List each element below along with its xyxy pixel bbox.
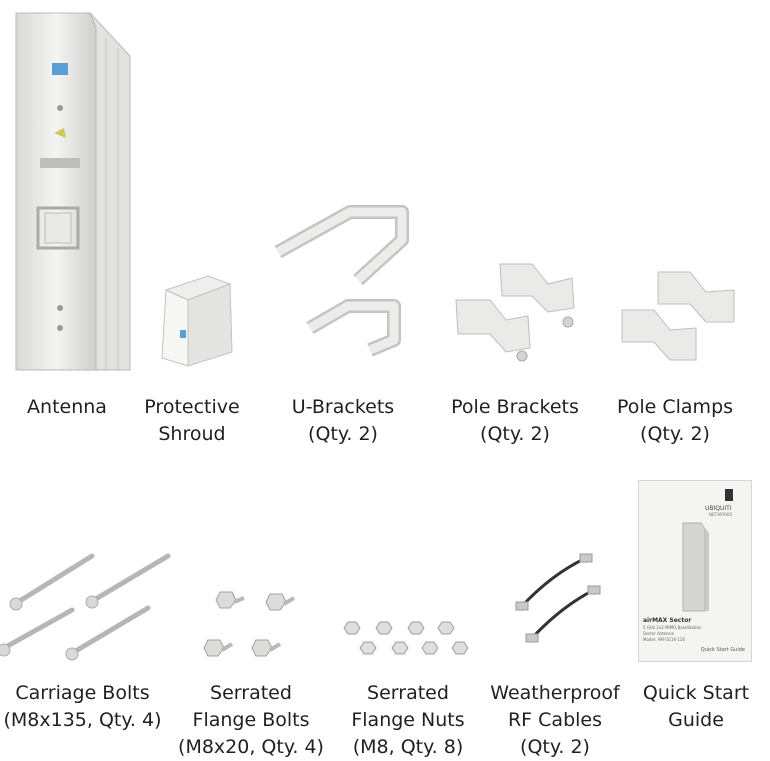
u-brackets-image xyxy=(274,205,409,357)
guide-brand-sub: NETWORKS xyxy=(709,512,733,517)
flange-nuts-image xyxy=(343,621,469,655)
label-line: Flange Bolts xyxy=(192,709,310,731)
label-line: (Qty. 2) xyxy=(640,423,710,445)
flange-bolts-label: Serrated Flange Bolts (M8x20, Qty. 4) xyxy=(176,680,326,761)
shroud-image xyxy=(161,275,233,367)
label-line: Quick Start xyxy=(642,682,750,704)
label-line: (Qty. 2) xyxy=(520,736,590,758)
guide-model: Model: AM-5G16-120 xyxy=(643,637,686,642)
ubiquiti-logo-icon xyxy=(725,489,733,501)
label-line: Antenna xyxy=(27,396,107,418)
guide-antenna-image xyxy=(682,522,709,612)
label-line: (M8, Qty. 8) xyxy=(352,736,464,758)
guide-subtitle2: Sector Antenna xyxy=(643,631,674,636)
carriage-bolts-image xyxy=(0,553,171,661)
guide-label: Quick Start Guide xyxy=(634,680,758,734)
label-line: Protective xyxy=(144,396,240,418)
shroud-label: Protective Shroud xyxy=(132,394,252,448)
label-line: Guide xyxy=(668,709,724,731)
label-line: Carriage Bolts xyxy=(15,682,150,704)
label-line: (Qty. 2) xyxy=(480,423,550,445)
guide-subtitle: 5 GHz 2x2 MIMO BaseStation xyxy=(643,625,702,630)
pole-clamps-image xyxy=(621,271,735,361)
carriage-bolts-label: Carriage Bolts (M8x135, Qty. 4) xyxy=(0,680,165,734)
label-line: Serrated xyxy=(367,682,449,704)
label-line: Flange Nuts xyxy=(351,709,465,731)
label-line: U-Brackets xyxy=(291,396,395,418)
label-line: RF Cables xyxy=(507,709,602,731)
guide-product: airMAX Sector xyxy=(643,617,692,624)
rf-cables-image xyxy=(515,553,601,643)
label-line: (M8x20, Qty. 4) xyxy=(178,736,324,758)
guide-footer: Quick Start Guide xyxy=(700,647,745,653)
label-line: Pole Brackets xyxy=(451,396,579,418)
antenna-image xyxy=(15,12,131,371)
label-line: Shroud xyxy=(158,423,226,445)
guide-brand: UBIQUITI xyxy=(705,505,732,512)
label-line: Serrated xyxy=(210,682,292,704)
label-line: Pole Clamps xyxy=(616,396,734,418)
antenna-label: Antenna xyxy=(8,394,126,421)
u-brackets-label: U-Brackets (Qty. 2) xyxy=(278,394,408,448)
pole-clamps-label: Pole Clamps (Qty. 2) xyxy=(605,394,745,448)
guide-cover: UBIQUITI NETWORKS airMAX Sector 5 GHz 2x… xyxy=(638,480,752,662)
label-line: (M8x135, Qty. 4) xyxy=(3,709,162,731)
pole-brackets-label: Pole Brackets (Qty. 2) xyxy=(440,394,590,448)
flange-nuts-label: Serrated Flange Nuts (M8, Qty. 8) xyxy=(344,680,472,761)
label-line: Weatherproof xyxy=(490,682,620,704)
pole-brackets-image xyxy=(455,263,575,362)
label-line: (Qty. 2) xyxy=(308,423,378,445)
flange-bolts-image xyxy=(203,591,296,657)
rf-cables-label: Weatherproof RF Cables (Qty. 2) xyxy=(480,680,630,761)
